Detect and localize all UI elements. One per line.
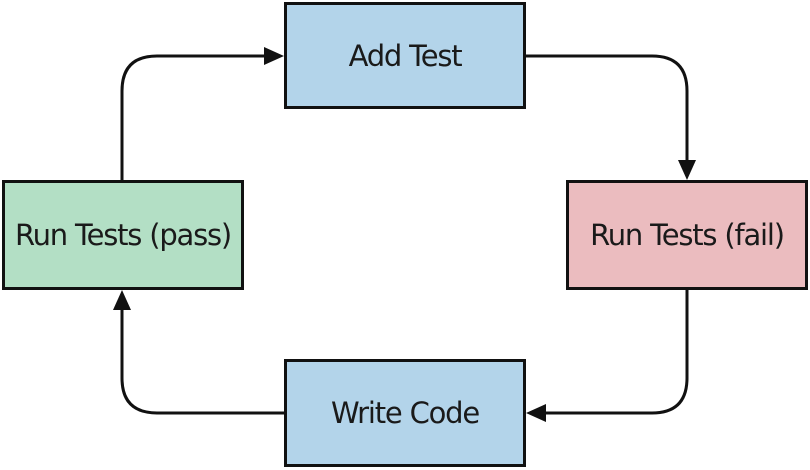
edge-pass-to-add [120,54,266,180]
node-run-tests-pass-label: Run Tests (pass) [14,218,232,252]
arrowhead-into-add [264,47,284,65]
arrowhead-into-fail [678,160,696,180]
edge-fail-to-write [546,290,689,415]
edge-write-to-pass [120,306,284,415]
node-run-tests-fail-label: Run Tests (fail) [590,218,785,252]
node-write-code: Write Code [284,359,526,467]
node-run-tests-pass: Run Tests (pass) [2,180,244,290]
node-write-code-label: Write Code [330,396,480,430]
edge-add-to-fail [526,54,689,168]
node-add-test-label: Add Test [348,38,463,73]
arrowhead-into-pass [113,290,131,310]
node-run-tests-fail: Run Tests (fail) [566,180,808,290]
arrowhead-into-write [526,404,546,422]
node-add-test: Add Test [284,2,526,109]
